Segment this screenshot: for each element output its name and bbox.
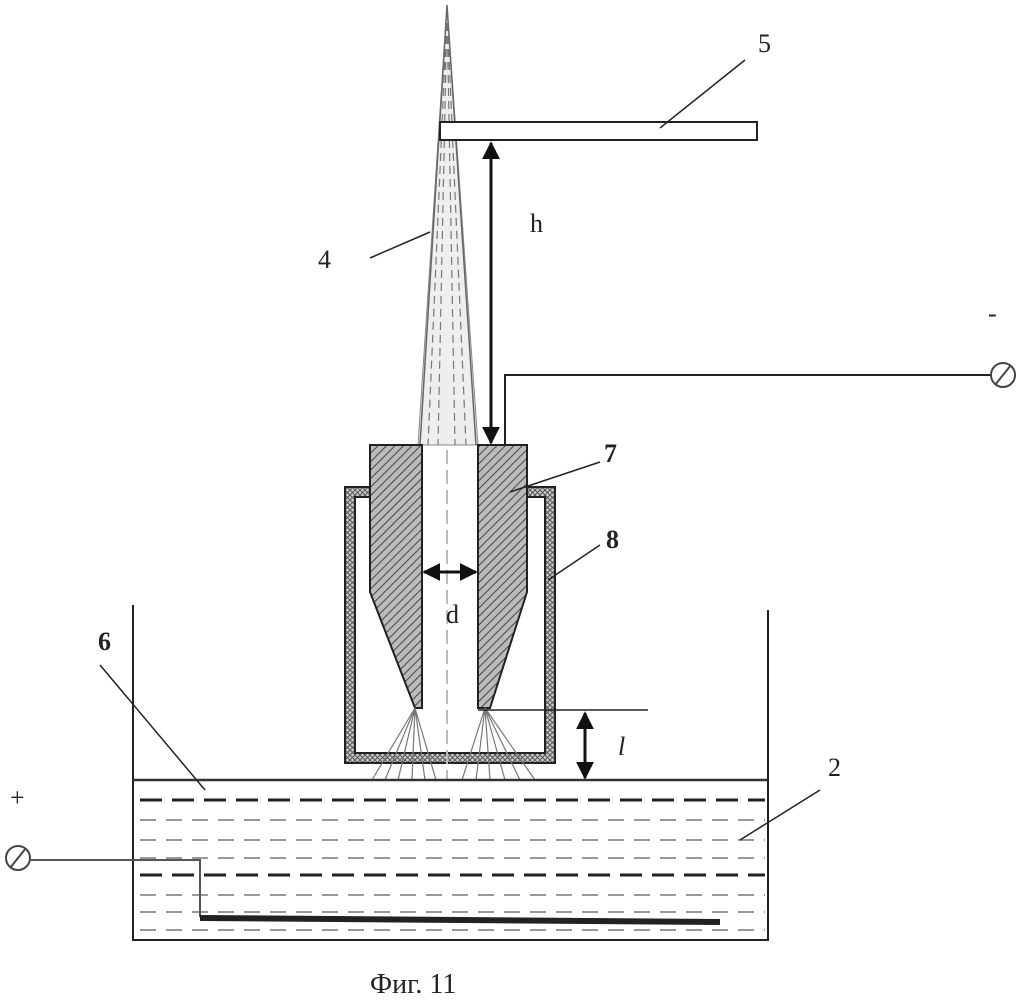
negative-wire [505,375,990,445]
positive-wire [30,860,200,917]
label-housing: 8 [606,525,619,554]
label-nozzle: 7 [604,439,617,468]
label-minus: - [988,299,997,328]
label-spray: 4 [318,245,331,274]
label-height: h [530,209,543,238]
spray-jet [418,5,478,445]
label-bath: 2 [828,753,841,782]
figure-caption: Фиг. 11 [370,969,456,1000]
label-diameter: d [446,600,459,629]
lower-spray [372,708,535,780]
positive-terminal-icon [6,846,30,870]
label-gap: l [618,732,625,761]
label-plus: + [10,783,25,812]
negative-terminal-icon [991,363,1015,387]
plate [440,122,757,140]
electrode [200,918,720,922]
label-liquid: 6 [98,627,111,656]
label-plate: 5 [758,29,771,58]
bath [133,605,768,940]
